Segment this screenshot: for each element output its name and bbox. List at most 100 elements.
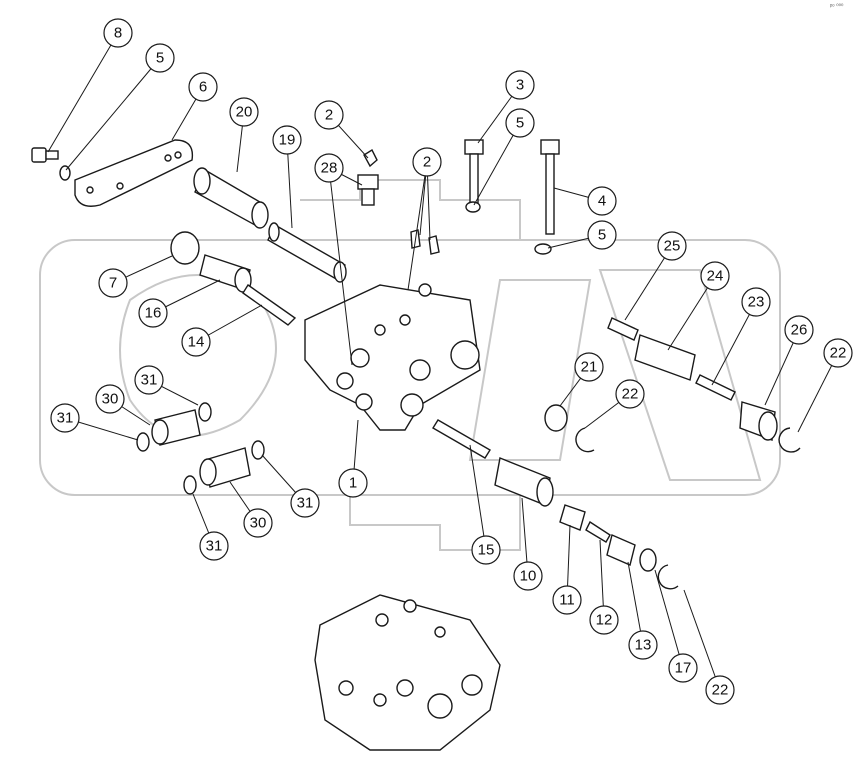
fitting-part	[363, 148, 440, 255]
callout-label: 14	[188, 334, 205, 351]
piston-part	[634, 334, 696, 381]
spool-part	[193, 167, 269, 229]
o-ring-part	[136, 432, 150, 452]
spring-part	[695, 374, 736, 401]
callout-30: 30	[243, 508, 273, 538]
callout-label: 5	[516, 115, 524, 132]
leader-line	[654, 569, 684, 669]
washer-part	[534, 243, 552, 255]
callout-label: 19	[279, 132, 296, 149]
callout-bubble	[668, 653, 698, 683]
callout-bubble	[272, 125, 302, 155]
callout-label: 13	[635, 637, 652, 654]
leader-line	[473, 122, 521, 206]
snap-ring-part	[575, 427, 595, 453]
callout-28: 28	[314, 153, 344, 183]
sleeve-part	[199, 447, 251, 488]
spring-part	[432, 419, 491, 459]
callout-31: 31	[134, 365, 164, 395]
callout-12: 12	[589, 605, 619, 635]
callout-bubble	[705, 675, 735, 705]
callout-31: 31	[50, 403, 80, 433]
callout-label: 21	[581, 359, 598, 376]
watermark	[39, 179, 781, 551]
callout-label: 26	[791, 322, 808, 339]
callout-bubble	[505, 70, 535, 100]
callout-bubble	[338, 468, 368, 498]
callout-1: 1	[338, 468, 368, 498]
callout-label: 8	[114, 25, 122, 42]
callout-bubble	[290, 488, 320, 518]
callout-bubble	[657, 231, 687, 261]
callout-label: 2	[325, 107, 333, 124]
callout-bubble	[589, 605, 619, 635]
valve-body-part	[304, 283, 481, 431]
washer-part	[59, 165, 71, 181]
callout-bubble	[103, 18, 133, 48]
long-bolt-part	[464, 139, 484, 205]
corner-mark: ᵖᵒ ⁰⁰⁰	[830, 3, 844, 10]
callout-bubble	[823, 338, 853, 368]
callout-31: 31	[290, 488, 320, 518]
callout-bubble	[314, 153, 344, 183]
callout-label: 6	[199, 79, 207, 96]
callout-bubble	[50, 403, 80, 433]
callout-label: 7	[109, 275, 117, 292]
spring-part	[585, 520, 611, 543]
callout-label: 16	[145, 305, 162, 322]
callout-label: 31	[141, 372, 158, 389]
callout-3: 3	[505, 70, 535, 100]
lower-body-part	[314, 594, 501, 751]
callout-7: 7	[98, 268, 128, 298]
callout-11: 11	[552, 585, 582, 615]
callout-label: 22	[622, 386, 639, 403]
callout-bubble	[95, 384, 125, 414]
callout-2: 2	[314, 100, 344, 130]
o-ring-part	[183, 475, 197, 495]
callout-label: 5	[598, 227, 606, 244]
callout-label: 31	[206, 538, 223, 555]
callout-5: 5	[145, 43, 175, 73]
spring-part	[242, 284, 297, 326]
callout-25: 25	[657, 231, 687, 261]
callout-bubble	[98, 268, 128, 298]
callout-label: 1	[349, 475, 357, 492]
callout-15: 15	[471, 535, 501, 565]
callout-label: 10	[520, 568, 537, 585]
callout-2: 2	[412, 147, 442, 177]
callout-19: 19	[272, 125, 302, 155]
callout-label: 22	[712, 682, 729, 699]
callout-label: 24	[707, 268, 724, 285]
bolt-part	[31, 147, 59, 163]
callout-bubbles: 8562019228352457161431303130313112524232…	[50, 18, 853, 705]
nipple-part	[357, 174, 379, 206]
callout-13: 13	[628, 630, 658, 660]
callout-label: 30	[250, 515, 267, 532]
cover-plate-part	[74, 139, 194, 207]
plug-part	[544, 404, 568, 432]
seat-part	[559, 504, 586, 531]
callout-bubble	[741, 287, 771, 317]
washer-part	[465, 201, 481, 213]
callout-label: 25	[664, 238, 681, 255]
callout-23: 23	[741, 287, 771, 317]
callout-label: 5	[156, 50, 164, 67]
spring-part	[607, 317, 639, 341]
callout-bubble	[243, 508, 273, 538]
callout-label: 2	[423, 154, 431, 171]
callout-bubble	[229, 97, 259, 127]
callout-label: 12	[596, 612, 613, 629]
callout-bubble	[145, 43, 175, 73]
callout-bubble	[513, 561, 543, 591]
callout-20: 20	[229, 97, 259, 127]
leader-line	[286, 139, 293, 229]
leader-line	[65, 57, 161, 171]
callout-bubble	[181, 327, 211, 357]
callout-26: 26	[784, 315, 814, 345]
callout-label: 20	[236, 104, 253, 121]
callout-17: 17	[668, 653, 698, 683]
callout-bubble	[412, 147, 442, 177]
long-bolt-part	[540, 139, 560, 235]
